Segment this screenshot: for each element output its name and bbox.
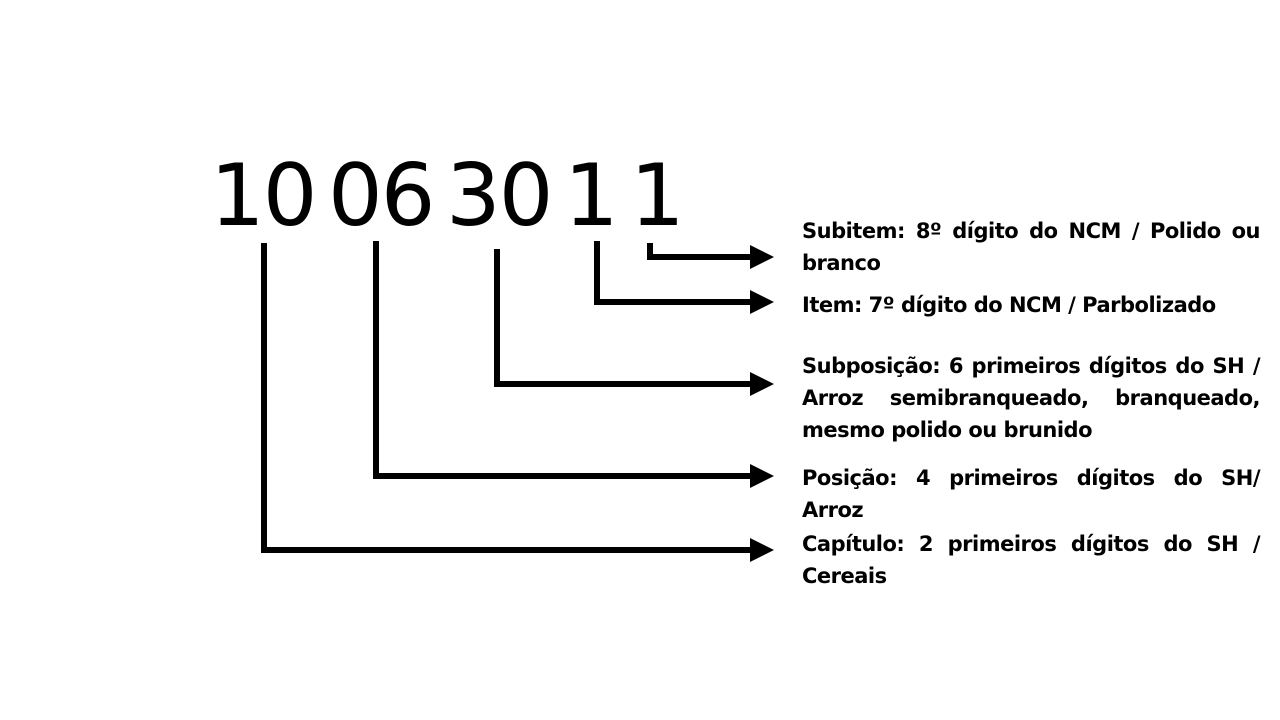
code-subitem: 1	[630, 146, 685, 246]
label-subitem: Subitem: 8º dígito do NCM / Polido ou br…	[802, 219, 1261, 275]
connector-item	[594, 241, 774, 314]
label-item: Item: 7º dígito do NCM / Parbolizado	[802, 293, 1216, 317]
code-chapter: 10	[210, 146, 317, 246]
connector-subitem	[647, 243, 774, 269]
connector-position	[373, 241, 774, 488]
label-position: Posição: 4 primeiros dígitos do SH/ Arro…	[802, 466, 1261, 522]
connector-chapter	[261, 243, 774, 562]
connector-subposition	[494, 249, 774, 396]
label-subposition: Subposição: 6 primeiros dígitos do SH / …	[802, 354, 1261, 442]
code-item: 1	[564, 146, 619, 246]
code-subposition: 30	[446, 146, 553, 246]
code-position: 06	[328, 146, 435, 246]
label-chapter: Capítulo: 2 primeiros dígitos do SH / Ce…	[802, 532, 1261, 588]
